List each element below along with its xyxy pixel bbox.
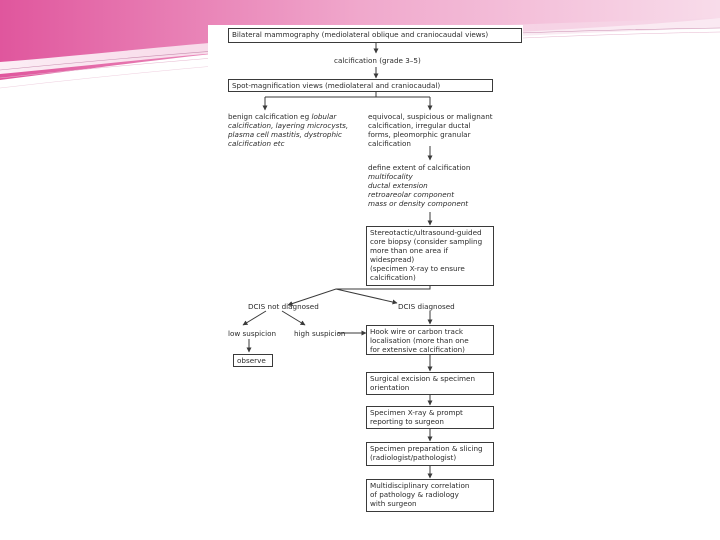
multidisciplinary-box: Multidisciplinary correlation of patholo… [366, 479, 494, 512]
mdt-line-1: of pathology & radiology [370, 490, 459, 499]
define-italic-0: multifocality [368, 172, 413, 181]
biopsy-line-4: (specimen X-ray to ensure [370, 264, 465, 273]
low-suspicion-text: low suspicion [228, 329, 277, 338]
excision-line-0: Surgical excision & specimen [370, 374, 476, 383]
high-suspicion: high suspicion [294, 329, 345, 338]
arrow-to-dcis-yes [335, 288, 398, 305]
low-suspicion: low suspicion [228, 329, 276, 338]
benign-italic-2: plasma cell mastitis, dystrophic [228, 130, 342, 139]
specimen-xray-box: Specimen X-ray & prompt reporting to sur… [366, 406, 494, 429]
biopsy-box: Stereotactic/ultrasound-guided core biop… [366, 226, 494, 286]
mammography-box: Bilateral mammography (mediolateral obli… [228, 28, 522, 43]
benign-text: benign calcification eg lobular calcific… [228, 112, 353, 148]
calcification-label: calcification (grade 3–5) [334, 56, 421, 65]
calcification-text: calcification (grade 3–5) [334, 56, 421, 65]
high-suspicion-text: high suspicion [294, 329, 346, 338]
define-extent-text: define extent of calcification multifoca… [368, 163, 508, 208]
define-italic-2: retroareolar component [368, 190, 455, 199]
biopsy-line-5: calcification) [370, 273, 416, 282]
prep-line-0: Specimen preparation & slicing [370, 444, 483, 453]
dcis-not-diagnosed: DCIS not diagnosed [248, 302, 319, 311]
dcis-diagnosed: DCIS diagnosed [398, 302, 455, 311]
hookwire-line-1: localisation (more than one [370, 336, 469, 345]
arrow-not-to-high [281, 310, 306, 326]
equivocal-line-3: calcification [368, 139, 411, 148]
equivocal-line-0: equivocal, suspicious or malignant [368, 112, 493, 121]
hookwire-box: Hook wire or carbon track localisation (… [366, 325, 494, 355]
hookwire-line-0: Hook wire or carbon track [370, 327, 464, 336]
mdt-line-0: Multidisciplinary correlation [370, 481, 470, 490]
biopsy-line-2: more than one area if [370, 246, 449, 255]
xray-line-1: reporting to surgeon [370, 417, 444, 426]
prep-line-1: (radiologist/pathologist) [370, 453, 457, 462]
arrow-not-branch [242, 310, 267, 326]
biopsy-line-0: Stereotactic/ultrasound-guided [370, 228, 482, 237]
equivocal-line-2: forms, pleomorphic granular [368, 130, 471, 139]
benign-italic-1: calcification, layering microcysts, [228, 121, 349, 130]
biopsy-line-1: core biopsy (consider sampling [370, 237, 483, 246]
mammography-text: Bilateral mammography (mediolateral obli… [232, 30, 489, 39]
define-line-0: define extent of calcification [368, 163, 471, 172]
observe-box: observe [233, 354, 273, 367]
dcis-not-text: DCIS not diagnosed [248, 302, 319, 311]
equivocal-text: equivocal, suspicious or malignant calci… [368, 112, 508, 148]
benign-italic-0: lobular [311, 112, 337, 121]
observe-text: observe [237, 356, 266, 365]
biopsy-line-3: widespread) [370, 255, 415, 264]
excision-line-1: orientation [370, 383, 410, 392]
specimen-prep-box: Specimen preparation & slicing (radiolog… [366, 442, 494, 466]
arrow-biopsy-branch [287, 286, 431, 306]
mdt-line-2: with surgeon [370, 499, 417, 508]
equivocal-line-1: calcification, irregular ductal [368, 121, 471, 130]
excision-box: Surgical excision & specimen orientation [366, 372, 494, 395]
xray-line-0: Specimen X-ray & prompt [370, 408, 463, 417]
hookwire-line-2: for extensive calcification) [370, 345, 465, 354]
benign-italic-3: calcification etc [228, 139, 285, 148]
arrow-spot-branch [265, 92, 430, 98]
benign-prefix: benign calcification eg [228, 112, 312, 121]
define-italic-3: mass or density component [368, 199, 469, 208]
spot-magnification-box: Spot-magnification views (mediolateral a… [228, 79, 493, 92]
dcis-yes-text: DCIS diagnosed [398, 302, 455, 311]
define-italic-1: ductal extension [368, 181, 428, 190]
spot-magnification-text: Spot-magnification views (mediolateral a… [232, 81, 441, 90]
